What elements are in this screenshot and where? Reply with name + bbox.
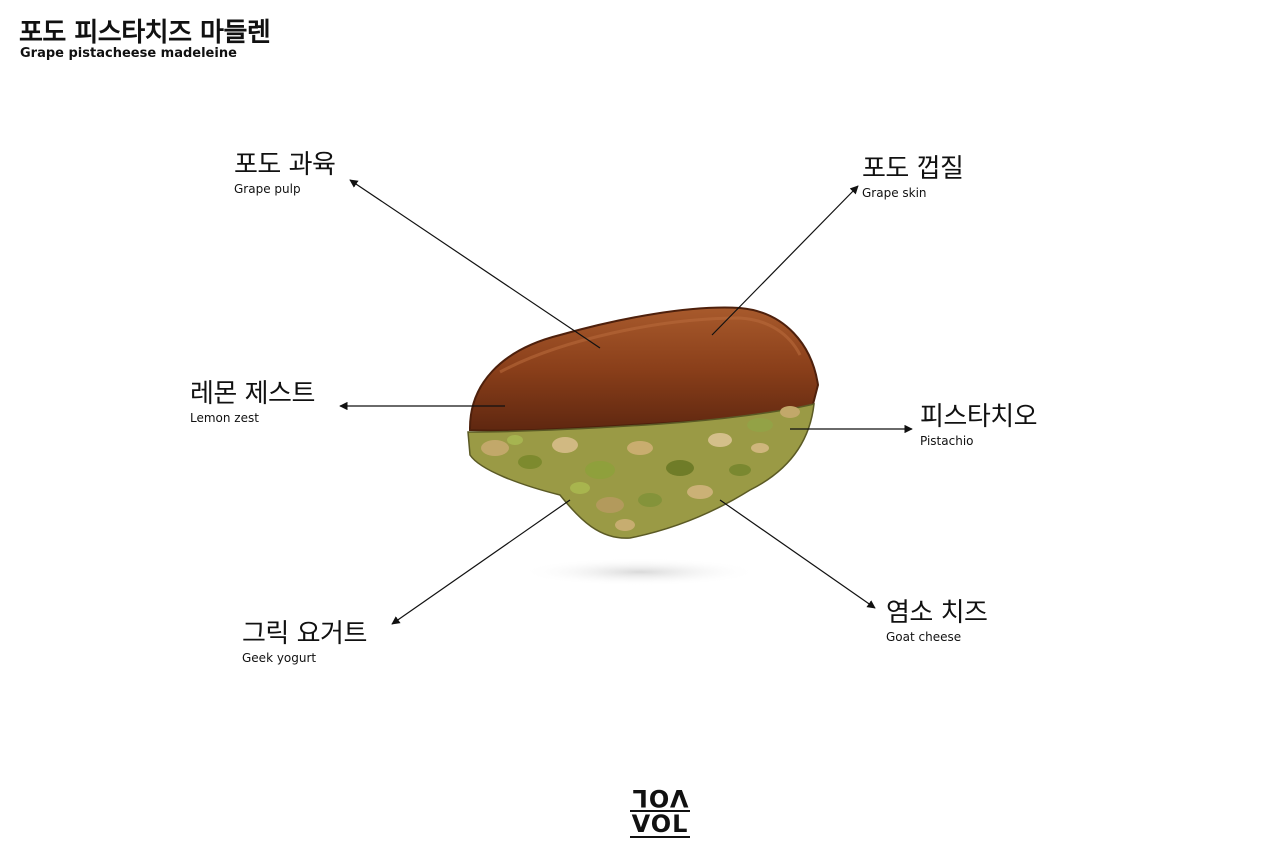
label-grape-skin-en: Grape skin: [862, 186, 927, 200]
arrow-goat-cheese: [719, 499, 876, 609]
label-grape-skin-ko: 포도 껍질: [862, 154, 964, 184]
label-lemon-zest-ko: 레몬 제스트: [190, 379, 315, 409]
label-pistachio: 피스타치오 Pistachio: [920, 402, 1038, 448]
label-greek-yogurt-en: Geek yogurt: [242, 651, 317, 665]
label-grape-pulp-en: Grape pulp: [234, 182, 301, 196]
madeleine-crust-highlight: [499, 316, 802, 374]
label-grape-pulp-ko: 포도 과육: [234, 150, 336, 180]
pistachio-pieces: [481, 406, 800, 531]
madeleine-shadow: [520, 558, 760, 586]
arrow-greek-yogurt: [391, 499, 571, 625]
logo-top-inverted: VOL: [630, 784, 690, 812]
logo-bottom: VOL: [630, 810, 690, 838]
madeleine-cake: [469, 306, 820, 432]
label-goat-cheese-ko: 염소 치즈: [886, 598, 988, 628]
label-lemon-zest-en: Lemon zest: [190, 411, 259, 425]
label-lemon-zest: 레몬 제스트 Lemon zest: [190, 379, 315, 425]
label-goat-cheese-en: Goat cheese: [886, 630, 962, 644]
label-pistachio-ko: 피스타치오: [920, 402, 1038, 432]
arrow-grape-skin: [711, 185, 859, 336]
label-goat-cheese: 염소 치즈 Goat cheese: [886, 598, 988, 644]
title-korean: 포도 피스타치즈 마들렌: [19, 18, 271, 48]
title-english: Grape pistacheese madeleine: [20, 46, 237, 61]
label-pistachio-en: Pistachio: [920, 434, 974, 448]
label-grape-skin: 포도 껍질 Grape skin: [862, 154, 964, 200]
arrow-grape-pulp: [349, 179, 601, 349]
label-grape-pulp: 포도 과육 Grape pulp: [234, 150, 336, 196]
brand-logo: VOL VOL: [630, 784, 690, 840]
label-greek-yogurt-ko: 그릭 요거트: [242, 619, 367, 649]
label-greek-yogurt: 그릭 요거트 Geek yogurt: [242, 619, 367, 665]
